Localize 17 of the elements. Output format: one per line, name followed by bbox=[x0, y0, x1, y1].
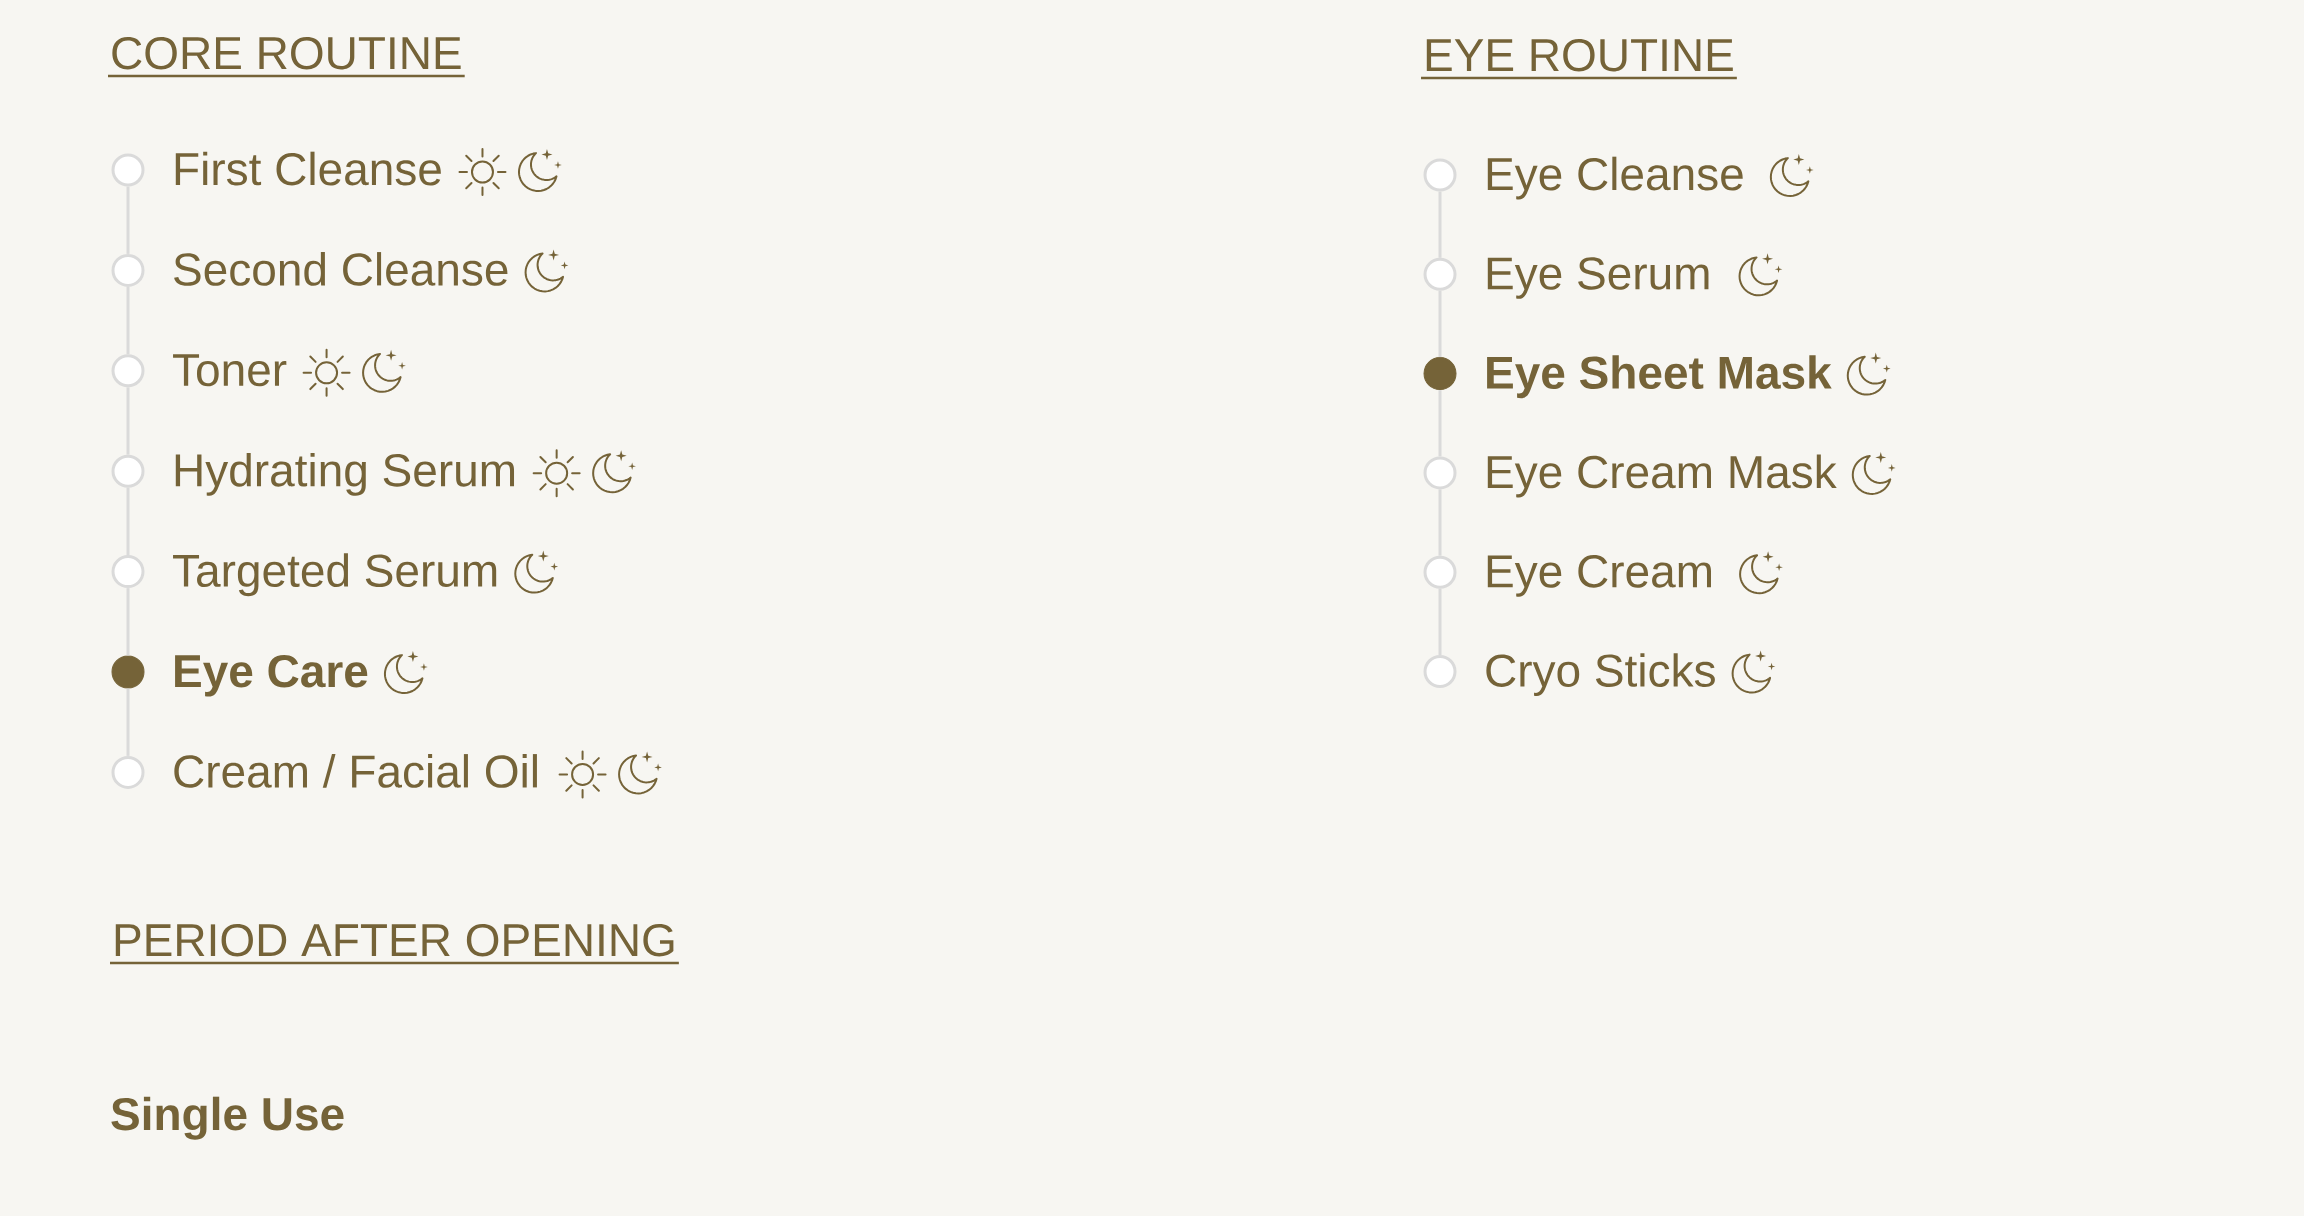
step-label: Second Cleanse bbox=[174, 252, 508, 286]
section-heading: EYE ROUTINE bbox=[1421, 38, 1737, 80]
step-label: Eye Cream bbox=[1487, 555, 1711, 597]
section-heading: PERIOD AFTER OPENING bbox=[110, 923, 679, 965]
step-label: Eye Care bbox=[175, 654, 368, 697]
step-label: Cryo Sticks bbox=[1486, 653, 1715, 697]
step-label: Eye Sheet Mask bbox=[1487, 355, 1832, 399]
step-label: Eye Cleanse bbox=[1487, 156, 1743, 200]
step-label: Eye Serum bbox=[1487, 257, 1709, 299]
step-label: Toner bbox=[173, 354, 287, 387]
step-label: Eye Cream Mask bbox=[1487, 454, 1837, 498]
step-label: First Cleanse bbox=[175, 151, 441, 186]
value-text: Single Use bbox=[111, 1096, 344, 1140]
step-label: Targeted Serum bbox=[173, 553, 497, 597]
section-heading: CORE ROUTINE bbox=[108, 36, 465, 78]
step-label: Hydrating Serum bbox=[175, 452, 514, 496]
step-label: Cream / Facial Oil bbox=[174, 754, 537, 788]
